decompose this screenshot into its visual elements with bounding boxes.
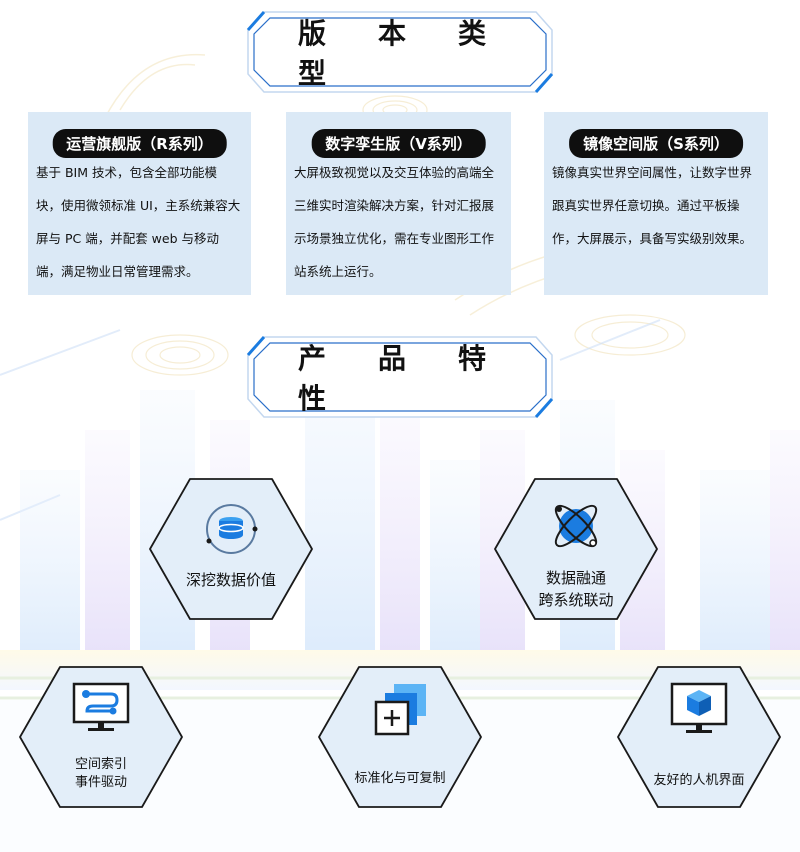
- feature-label-sub: 事件驱动: [74, 775, 127, 790]
- feature-label: 空间索引: [74, 757, 127, 772]
- title-frame-border: [246, 11, 554, 93]
- version-card-s: 镜像空间版（S系列） 镜像真实世界空间属性，让数字世界跟真实世界任意切换。通过平…: [544, 112, 768, 295]
- monitor-cube-icon: [670, 682, 728, 733]
- hexagon-shape: [494, 478, 658, 620]
- feature-deep-data: 深挖数据价值: [148, 477, 314, 621]
- version-card-r: 运营旗舰版（R系列） 基于 BIM 技术，包含全部功能模块，使用微领标准 UI，…: [28, 112, 251, 295]
- title-frame-border: [246, 336, 554, 418]
- feature-spatial-index: 空间索引 事件驱动: [18, 665, 184, 809]
- feature-label: 深挖数据价值: [185, 571, 276, 589]
- feature-data-fusion: 数据融通 跨系统联动: [493, 477, 659, 621]
- features-title-frame: 产品特性: [246, 335, 554, 419]
- hexagon-shape: [318, 666, 482, 808]
- hexagon-shape: [19, 666, 183, 808]
- feature-label: 数据融通: [545, 569, 606, 587]
- version-card-desc: 基于 BIM 技术，包含全部功能模块，使用微领标准 UI，主系统兼容大屏与 PC…: [36, 165, 241, 279]
- versions-title: 版本类型: [298, 17, 539, 90]
- monitor-path-icon: [72, 682, 130, 731]
- version-card-title: 镜像空间版（S系列）: [569, 129, 743, 158]
- feature-label: 友好的人机界面: [653, 773, 745, 788]
- database-disc-icon: [206, 504, 258, 554]
- version-card-title: 运营旗舰版（R系列）: [52, 129, 227, 158]
- features-title: 产品特性: [298, 342, 539, 415]
- version-card-v: 数字孪生版（V系列） 大屏极致视觉以及交互体验的高端全三维实时渲染解决方案，针对…: [286, 112, 511, 295]
- feature-label-sub: 跨系统联动: [538, 591, 614, 609]
- orbit-atom-icon: [554, 504, 598, 548]
- version-card-title: 数字孪生版（V系列）: [311, 129, 486, 158]
- feature-friendly-ui: 友好的人机界面: [616, 665, 782, 809]
- hexagon-shape: [149, 478, 313, 620]
- version-card-desc: 大屏极致视觉以及交互体验的高端全三维实时渲染解决方案，针对汇报展示场景独立优化，…: [294, 165, 495, 279]
- feature-label: 标准化与可复制: [354, 771, 446, 786]
- version-card-desc: 镜像真实世界空间属性，让数字世界跟真实世界任意切换。通过平板操作，大屏展示，具备…: [552, 165, 753, 246]
- feature-standardized: 标准化与可复制: [317, 665, 483, 809]
- hexagon-shape: [617, 666, 781, 808]
- stacked-add-icon: [374, 684, 426, 736]
- versions-title-frame: 版本类型: [246, 10, 554, 94]
